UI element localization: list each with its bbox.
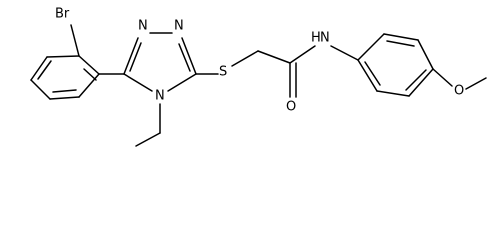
bond bbox=[37, 60, 52, 80]
bond bbox=[417, 39, 434, 70]
ring-nitrogen-label-top-right: N bbox=[174, 19, 184, 34]
bond bbox=[167, 73, 197, 92]
carbonyl-oxygen-label: O bbox=[286, 100, 296, 115]
sulfur-label: S bbox=[219, 65, 227, 80]
bond bbox=[46, 55, 80, 58]
bond bbox=[386, 40, 415, 47]
bond bbox=[78, 73, 100, 98]
bond bbox=[123, 73, 153, 92]
bond bbox=[257, 50, 291, 64]
bond bbox=[408, 68, 434, 97]
bond bbox=[83, 68, 97, 81]
ring-nitrogen-label-top-left: N bbox=[138, 19, 148, 34]
bond bbox=[465, 77, 487, 90]
bond bbox=[376, 90, 410, 97]
molecule-structure-drawing: Br N N N S O H N O bbox=[0, 0, 489, 157]
bond bbox=[78, 55, 100, 75]
bond bbox=[52, 89, 77, 93]
amide-hydrogen-label: H bbox=[311, 31, 321, 46]
bond bbox=[135, 132, 161, 147]
bond bbox=[70, 24, 80, 57]
bond bbox=[383, 33, 419, 41]
bond bbox=[357, 33, 385, 61]
drawing-background bbox=[0, 0, 489, 157]
bond-lines bbox=[30, 24, 487, 147]
bond bbox=[231, 50, 259, 67]
amide-nitrogen-label: N bbox=[320, 31, 330, 46]
bond bbox=[405, 69, 427, 91]
bond bbox=[432, 68, 453, 87]
bond bbox=[364, 61, 381, 86]
bond bbox=[357, 59, 378, 92]
bond bbox=[289, 45, 316, 64]
ring-nitrogen-label-bottom: N bbox=[155, 89, 165, 104]
bond bbox=[123, 37, 139, 75]
bond bbox=[178, 43, 191, 72]
bond bbox=[30, 79, 51, 100]
atom-labels: Br N N N S O H N O bbox=[55, 7, 464, 115]
bond bbox=[330, 45, 359, 61]
bond bbox=[181, 37, 197, 75]
bond bbox=[49, 96, 80, 100]
methoxy-oxygen-label: O bbox=[454, 84, 464, 99]
bromine-label: Br bbox=[55, 7, 70, 22]
bond bbox=[30, 56, 48, 81]
bond bbox=[129, 42, 142, 72]
